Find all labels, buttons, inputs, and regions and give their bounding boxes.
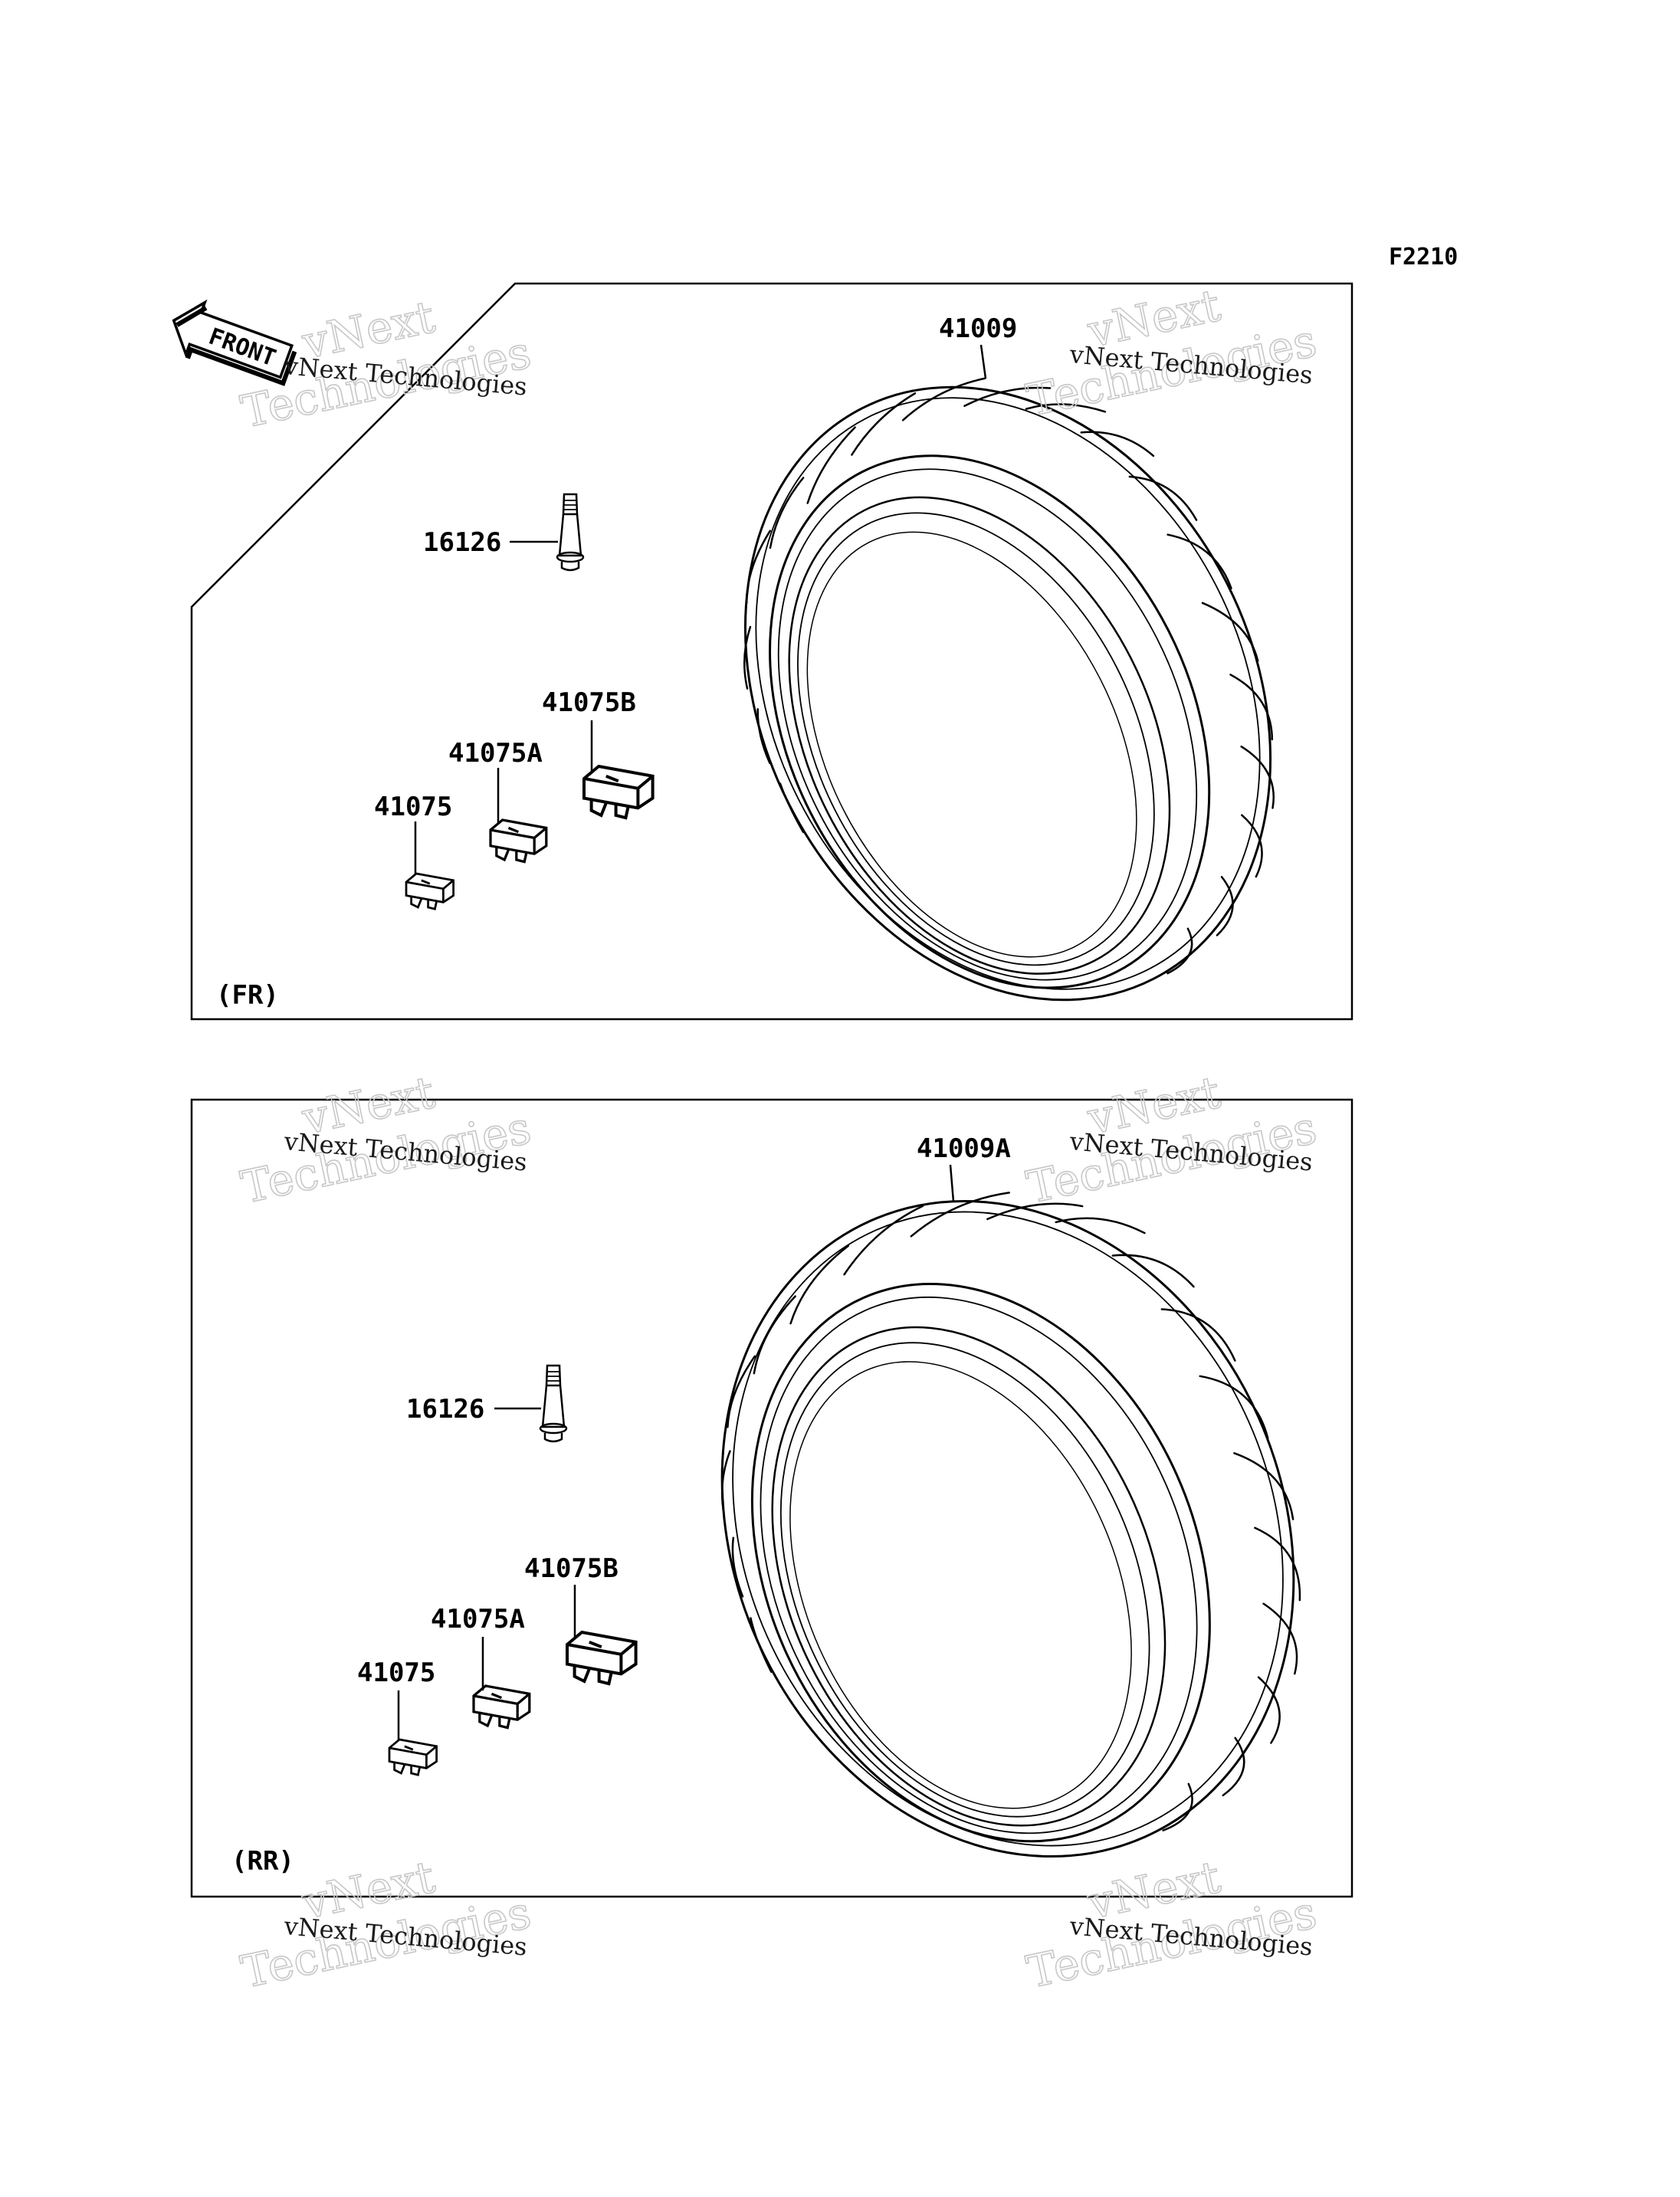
rear-tire-leader — [949, 1164, 955, 1202]
front-arrow-icon: FRONT — [172, 299, 297, 386]
front-weight-b — [584, 766, 653, 818]
rear-weight-a — [472, 1684, 531, 1730]
front-weight — [405, 872, 454, 910]
rear-weight-b-part-number: 41075B — [524, 1553, 619, 1584]
rear-section-label: (RR) — [231, 1846, 294, 1877]
rear-tire-part-number: 41009A — [917, 1133, 1011, 1164]
rear-tire — [720, 1192, 1301, 1858]
watermark-3: vNext Technologies vNext Technologies — [236, 1065, 536, 1214]
panel-rear: 41009A 16126 41075B 41075A 41075 (RR) — [190, 1098, 1354, 1898]
front-weight-b-part-number: 41075B — [542, 687, 636, 718]
front-weight-part-number: 41075 — [374, 792, 452, 822]
rear-valve-part-number: 16126 — [406, 1394, 484, 1425]
front-weight-a — [489, 818, 548, 864]
watermark-2: vNext Technologies vNext Technologies — [1022, 278, 1321, 427]
rear-weight-a-part-number: 41075A — [431, 1604, 525, 1635]
rear-weight-b — [567, 1632, 636, 1684]
front-tire-part-number: 41009 — [939, 313, 1017, 344]
watermark-1: vNext Technologies vNext Technologies — [236, 290, 536, 438]
watermark-6: vNext Technologies vNext Technologies — [1022, 1850, 1321, 1999]
watermark-4: vNext Technologies vNext Technologies — [1022, 1065, 1321, 1214]
front-tire — [743, 377, 1275, 1002]
front-valve-part-number: 16126 — [423, 527, 501, 558]
panel-front: 41009 16126 41075B 41075A 41075 (FR) — [190, 282, 1354, 1021]
figure-code: F2210 — [1389, 244, 1458, 271]
front-tire-leader — [979, 344, 987, 379]
rear-valve — [539, 1364, 568, 1443]
rear-weight — [388, 1738, 438, 1776]
front-section-label: (FR) — [216, 980, 279, 1011]
front-weight-a-part-number: 41075A — [448, 738, 543, 769]
rear-weight-part-number: 41075 — [357, 1658, 435, 1688]
front-valve — [556, 493, 585, 572]
panel-rear-border — [190, 1098, 1354, 1898]
panel-front-border — [190, 282, 1354, 1021]
